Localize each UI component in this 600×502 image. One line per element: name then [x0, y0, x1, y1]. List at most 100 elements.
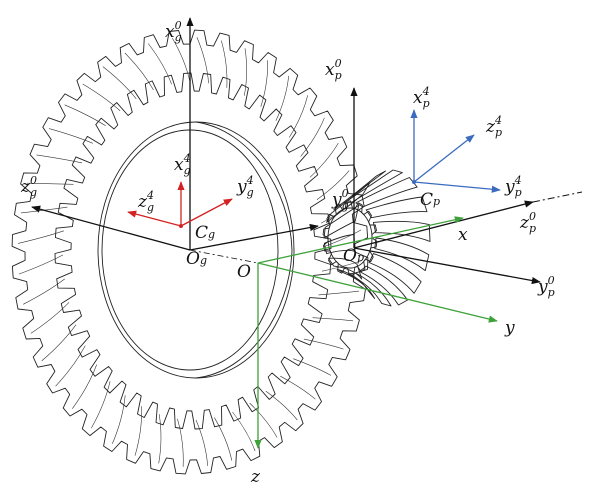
- ring-tooth-flank: [177, 418, 184, 467]
- label-cp: Cp: [420, 190, 440, 210]
- ring-tooth-flank: [147, 43, 172, 85]
- ring-tooth-flank: [172, 37, 191, 83]
- ring-tooth-flank: [275, 75, 289, 121]
- ring-gear-teeth-outline: [11, 29, 369, 475]
- ring-tooth-flank: [316, 170, 350, 200]
- ring-tooth-flank: [303, 338, 344, 350]
- ring-tooth-flank: [23, 278, 65, 305]
- pinion-tooth: [343, 169, 403, 204]
- axis-zp0: [353, 200, 534, 249]
- ring-tooth-flank: [289, 95, 308, 138]
- ring-tooth-flank: [318, 290, 360, 296]
- green-coordinate-axes: [254, 216, 498, 449]
- ring-tooth-flank: [265, 390, 298, 421]
- axis-y: [257, 262, 498, 323]
- label-cg: Cg: [195, 223, 215, 243]
- ring-tooth-flank: [41, 324, 77, 362]
- ring-tooth-flank: [124, 52, 154, 91]
- label-op: Op: [343, 246, 364, 266]
- axis-zg0: [31, 205, 191, 251]
- ring-tooth-flank: [322, 229, 362, 248]
- ring-tooth-flank: [82, 83, 121, 112]
- ring-gear: [11, 29, 369, 475]
- ring-tooth-flank: [20, 206, 68, 214]
- ring-tooth-flank: [232, 411, 256, 452]
- black-coordinate-axes: [31, 17, 583, 285]
- ring-tooth-flank: [214, 417, 233, 461]
- ring-tooth-flank: [249, 402, 278, 438]
- ring-tooth-flank: [221, 40, 228, 88]
- ring-tooth-flank: [36, 154, 83, 164]
- axis-x: [257, 216, 464, 264]
- ring-gear-tooth-flanks: [18, 37, 362, 467]
- ring-tooth-flank: [72, 364, 97, 409]
- ring-tooth-flank: [196, 37, 209, 84]
- ring-tooth-flank: [18, 230, 64, 244]
- axis-yp4: [413, 181, 501, 193]
- ring-tooth-flank: [30, 302, 70, 334]
- axis-zp4: [413, 134, 475, 183]
- ring-tooth-flank: [293, 358, 332, 376]
- ring-tooth-flank: [49, 128, 93, 144]
- pinion-front-teeth: [322, 200, 378, 276]
- ring-tooth-flank: [91, 381, 111, 429]
- ring-tooth-flank: [158, 414, 162, 464]
- ring-tooth-flank: [322, 260, 362, 272]
- label-x: x: [458, 225, 468, 245]
- pinion-tooth: [328, 257, 363, 280]
- ring-tooth-flank: [134, 406, 143, 456]
- axis-zp0-extension: [532, 191, 583, 203]
- ring-tooth-flank: [195, 419, 208, 466]
- label-y: y: [504, 318, 515, 338]
- ring-tooth-flank: [309, 142, 339, 178]
- ring-tooth-flank: [64, 104, 106, 127]
- ring-tooth-flank: [300, 117, 325, 157]
- point-cg: [179, 224, 183, 228]
- label-o: O: [237, 262, 251, 282]
- red-coordinate-axes: [127, 181, 233, 227]
- centerline-og-o: [189, 249, 259, 264]
- pinion-tooth: [374, 237, 430, 272]
- ring-tooth-flank: [102, 66, 137, 100]
- pinion-tooth: [372, 220, 431, 242]
- label-og: Og: [186, 249, 207, 269]
- ring-tooth-flank: [112, 395, 126, 444]
- point-cp: [412, 180, 416, 184]
- axis-zg4: [127, 210, 182, 227]
- axis-yg4: [180, 198, 233, 227]
- axis-yg0: [189, 223, 319, 251]
- ring-gear-teeth-inner-outline: [54, 72, 332, 430]
- ring-tooth-flank: [26, 182, 74, 185]
- ring-tooth-flank: [244, 48, 247, 96]
- pinion-tooth: [359, 265, 409, 306]
- pinion-tooth: [333, 170, 386, 211]
- ring-tooth-flank: [18, 254, 64, 275]
- blue-coordinate-axes: [410, 109, 501, 193]
- ring-tooth-flank: [260, 60, 269, 107]
- pinion-tooth: [365, 196, 428, 219]
- ring-tooth-flank: [280, 375, 316, 400]
- pinion-tooth: [323, 204, 360, 239]
- axis-yp0: [353, 247, 541, 285]
- pinion-tooth: [355, 177, 418, 208]
- label-z: z: [250, 467, 261, 487]
- pinion-tooth: [368, 253, 422, 294]
- ring-tooth-flank: [312, 317, 354, 322]
- ring-gear-bore-face: [195, 121, 293, 379]
- ring-tooth-flank: [55, 345, 86, 387]
